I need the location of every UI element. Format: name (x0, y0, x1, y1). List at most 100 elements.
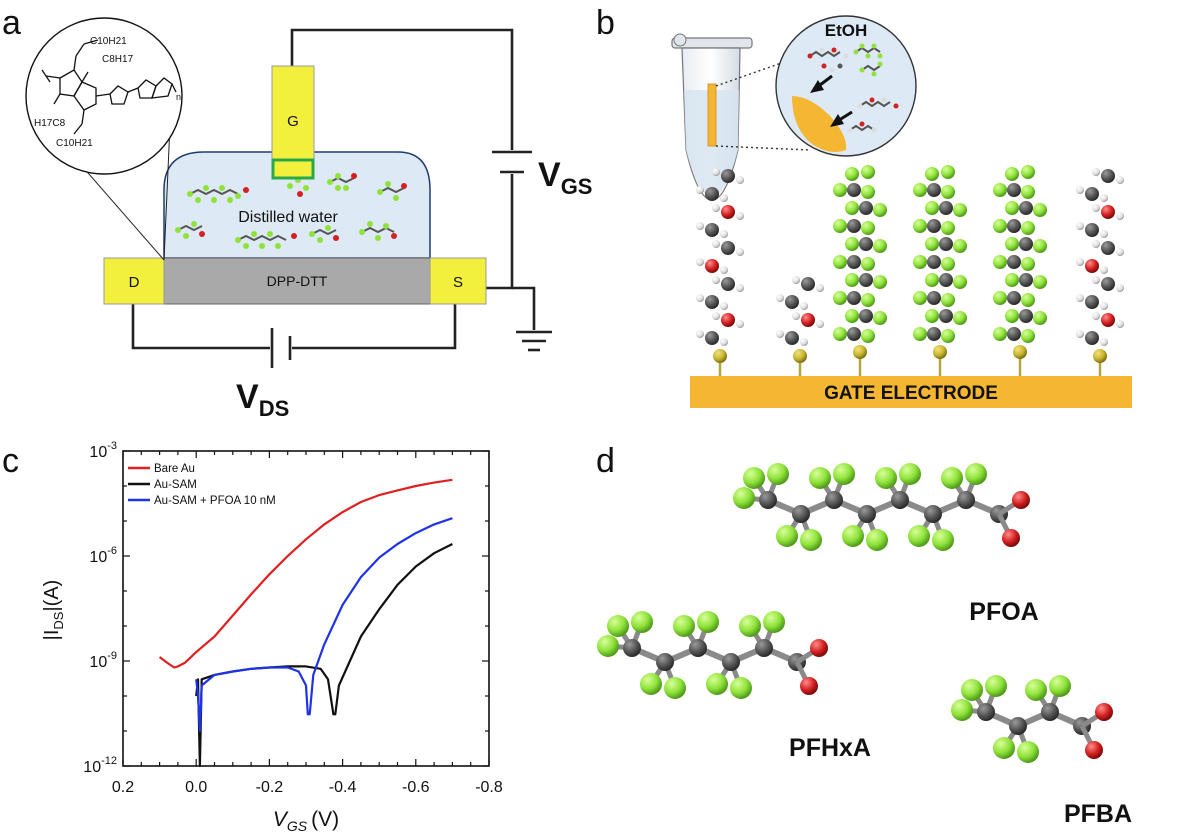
oxygen-atom (721, 313, 735, 327)
fluorine-atom (861, 221, 875, 235)
carbon-atom (927, 219, 941, 233)
carbon-atom (957, 491, 975, 509)
hydrogen-atom (712, 204, 720, 212)
fluorine-atom (925, 167, 939, 181)
fluorine-atom (965, 463, 987, 485)
carbon-atom (939, 273, 953, 287)
polymer-labels: C10H21 C8H17 H17C8 C10H21 n (34, 36, 181, 149)
carbon-atom (1085, 331, 1099, 345)
fluorinated-chain (833, 165, 887, 376)
fluorine-atom (1017, 741, 1039, 763)
fluorine-atom (597, 635, 619, 657)
hydrogen-atom (1100, 266, 1108, 274)
fluorine-atom (951, 699, 973, 721)
hydrogen-atom (1076, 222, 1084, 230)
panel-letter-d: d (596, 442, 615, 480)
fluorine-atom (833, 463, 855, 485)
fluorine-atom (833, 255, 847, 269)
carbon-atom (858, 505, 876, 523)
hydrogen-atom (1092, 276, 1100, 284)
sulfur-atom (793, 349, 807, 363)
hydrogen-atom (720, 230, 728, 238)
fluorine-atom (941, 467, 963, 489)
fluorine-atom (1005, 167, 1019, 181)
fluorine-atom (925, 201, 939, 215)
fluorine-atom (730, 677, 752, 699)
solvent-label: EtOH (825, 21, 868, 40)
carbon-atom (801, 277, 815, 291)
fluorine-atom (1033, 275, 1047, 289)
fluorine-atom (925, 309, 939, 323)
hydrogen-atom (1092, 204, 1100, 212)
hydrogen-atom (1076, 258, 1084, 266)
carbon-atom (785, 295, 799, 309)
hydrogen-atom (1100, 194, 1108, 202)
pfba-molecule (951, 675, 1113, 763)
vds-wire (292, 302, 457, 350)
carbon-atom (1007, 327, 1021, 341)
peg-chain (776, 276, 824, 376)
hydrogen-atom (1116, 176, 1124, 184)
fluorine-atom (993, 183, 1007, 197)
source-wire (486, 174, 514, 290)
carbon-atom (705, 187, 719, 201)
fluorine-atom (932, 529, 954, 551)
oxygen-atom (705, 259, 719, 273)
arrow-head-1 (810, 80, 824, 93)
carbon-atom (721, 169, 735, 183)
fluorine-atom (985, 675, 1007, 697)
panel-letter-c: c (2, 442, 19, 480)
fluorine-atom (913, 255, 927, 269)
etoh-molecules (807, 43, 899, 133)
carbon-atom (825, 491, 843, 509)
fluorine-atom (1005, 309, 1019, 323)
fluorine-atom (941, 221, 955, 235)
carbon-atom (623, 639, 641, 657)
fluorine-atom (763, 611, 785, 633)
fluorine-atom (913, 291, 927, 305)
fluorine-atom (925, 273, 939, 287)
fluorine-atom (845, 201, 859, 215)
oxygen-atom (810, 639, 828, 657)
fluorine-atom (961, 679, 983, 701)
legend-label: Bare Au (154, 463, 195, 475)
hydrogen-atom (776, 294, 784, 302)
gate-electrode-bar (690, 376, 1132, 408)
sulfur-atom (1093, 349, 1107, 363)
carbon-atom (1007, 183, 1021, 197)
carbon-atom (1007, 291, 1021, 305)
carbon-atom (1007, 219, 1021, 233)
hydrogen-atom (712, 312, 720, 320)
gate-label: G (287, 113, 299, 130)
series-line-2 (195, 543, 453, 768)
fluorine-atom (861, 329, 875, 343)
vgs-label: VGS (538, 156, 592, 199)
oxygen-atom (1101, 205, 1115, 219)
peg-chain (696, 168, 744, 376)
fluorine-atom (631, 611, 653, 633)
hydrogen-atom (1116, 248, 1124, 256)
fluorine-atom (993, 737, 1015, 759)
gate-wire (290, 28, 514, 150)
hydrogen-atom (696, 222, 704, 230)
y-axis-label: |IDS|(A) (41, 580, 66, 641)
ground-wire (512, 286, 536, 330)
carbon-atom (859, 237, 873, 251)
fluorine-atom (800, 529, 822, 551)
fluorine-atom (845, 167, 859, 181)
hydrogen-atom (720, 266, 728, 274)
hydrogen-atom (696, 294, 704, 302)
zoom-dots-1 (715, 59, 791, 87)
hydrogen-atom (1092, 168, 1100, 176)
fluorine-atom (873, 203, 887, 217)
source-label: S (453, 274, 463, 291)
fluorine-atom (913, 219, 927, 233)
vds-label: VDS (236, 378, 289, 421)
carbon-atom (1101, 277, 1115, 291)
carbon-atom (1101, 169, 1115, 183)
hydrogen-atom (696, 258, 704, 266)
y-tick-labels: 10-310-610-910-12 (83, 440, 117, 776)
carbon-atom (939, 309, 953, 323)
fluorine-atom (861, 257, 875, 271)
